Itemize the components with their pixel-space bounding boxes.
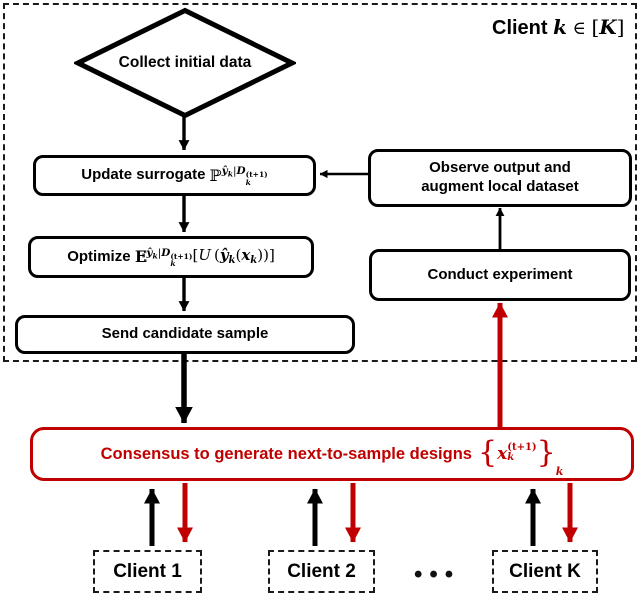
client-K-box: Client K <box>492 550 598 593</box>
frame-title-client: Client <box>492 17 548 39</box>
collect-data-label: Collect initial data <box>118 54 252 71</box>
frame-title-k: k <box>553 15 567 39</box>
collect-data-diamond-shape <box>74 7 296 119</box>
client-1-box: Client 1 <box>93 550 202 593</box>
client-loop-dashed-frame <box>3 3 637 362</box>
send-candidate-box: Send candidate sample <box>15 315 355 354</box>
consensus-math: {x(t+1)k}k <box>477 435 564 479</box>
update-subscript: ŷk|D(t+1)k <box>221 165 268 187</box>
double-struck-P: ℙ <box>209 165 222 185</box>
consensus-box: Consensus to generate next-to-sample des… <box>30 427 634 481</box>
conduct-experiment-box: Conduct experiment <box>369 249 631 301</box>
optimize-argument: [U (ŷk(xk))] <box>192 246 275 267</box>
observe-output-box: Observe output and augment local dataset <box>368 149 632 207</box>
diamond-outline <box>74 7 296 119</box>
element-of-symbol: ∈ <box>572 18 586 39</box>
frame-title-K: K <box>599 15 617 39</box>
frame-title: Client k ∈ [K] <box>492 15 625 39</box>
optimize-subscript: ŷk|D(t+1)k <box>146 246 193 268</box>
clients-ellipsis: ••• <box>414 561 461 588</box>
client-2-box: Client 2 <box>268 550 375 593</box>
